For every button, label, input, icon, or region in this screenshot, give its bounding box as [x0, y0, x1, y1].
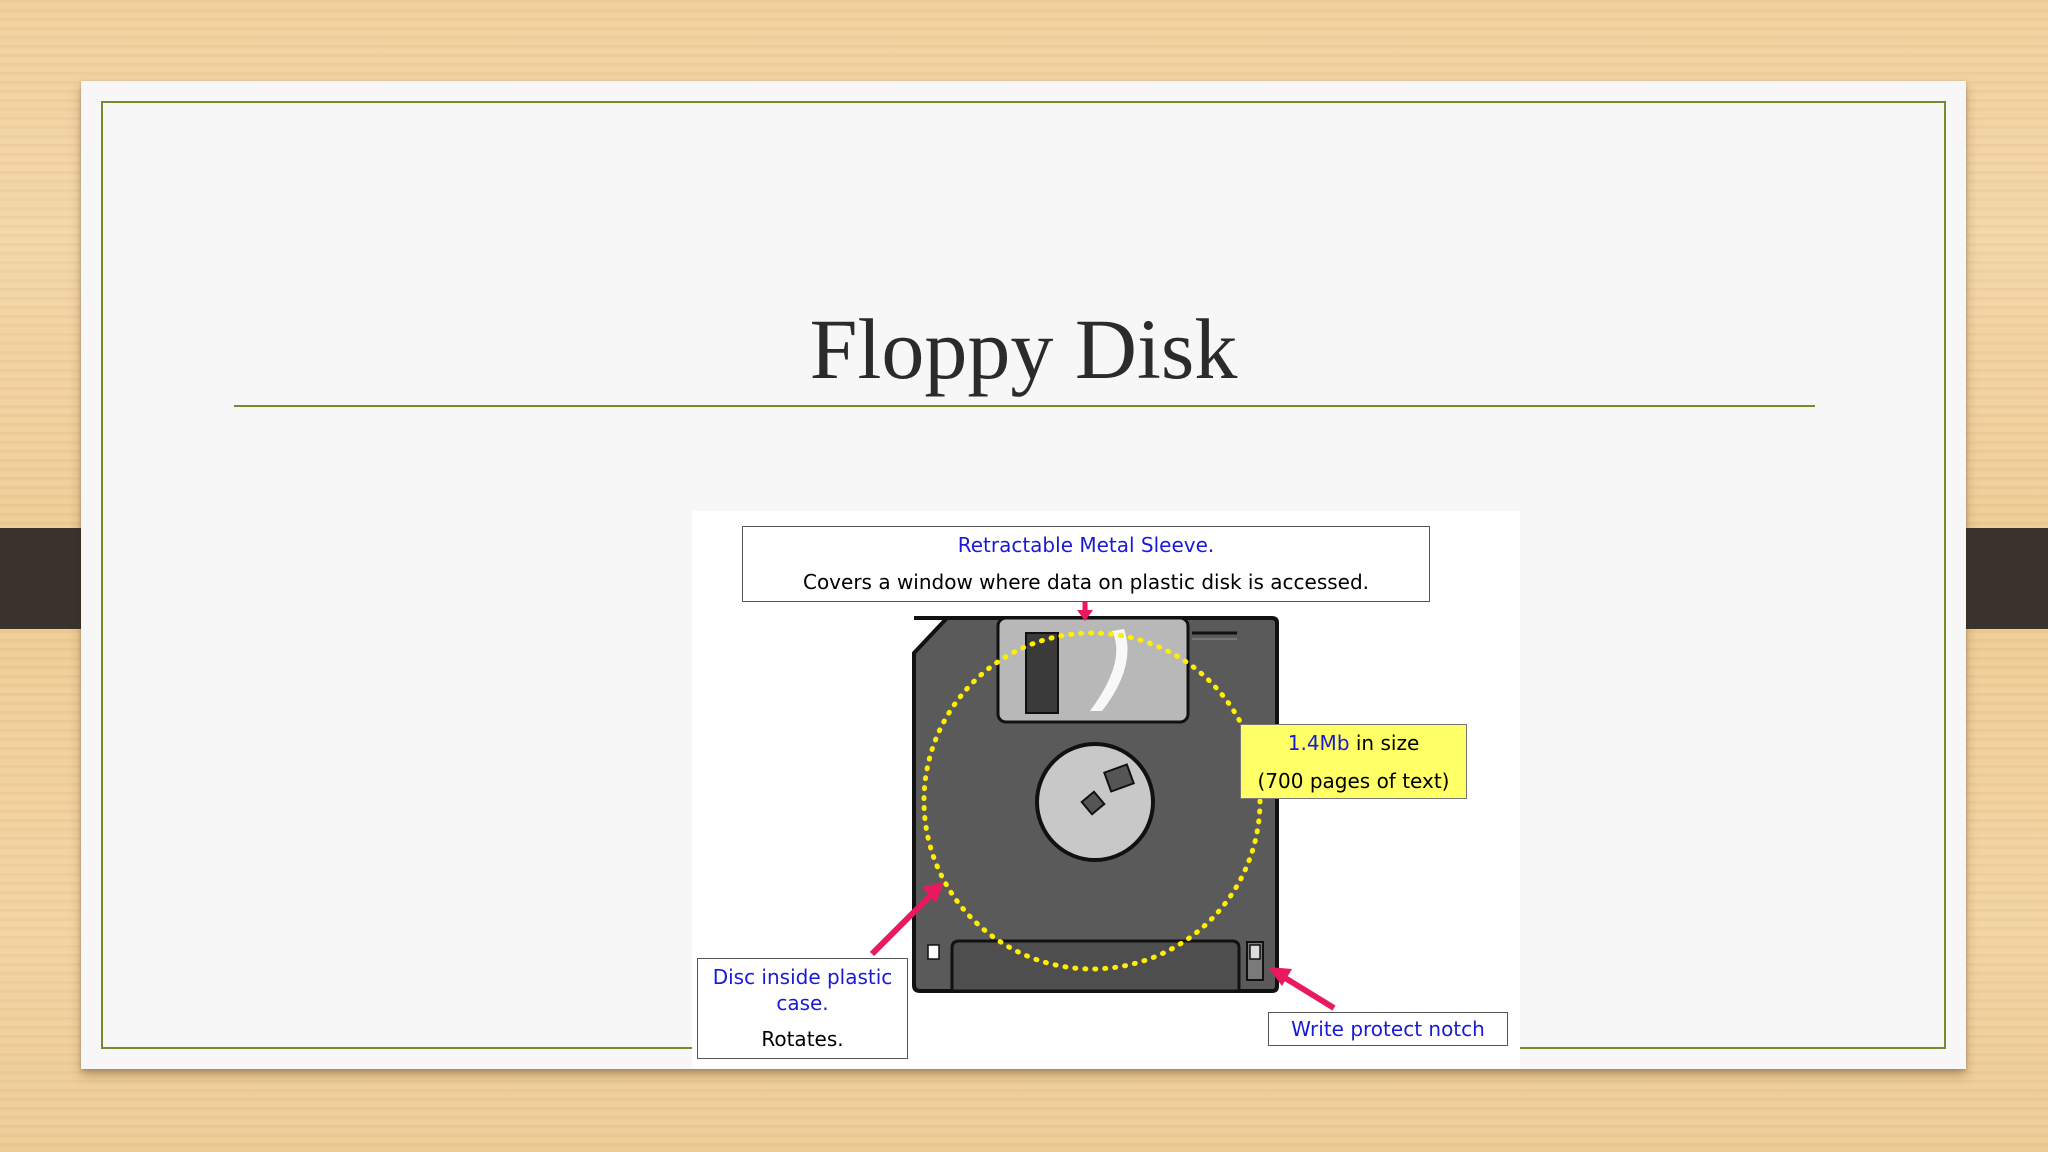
sleeve-description: Covers a window where data on plastic di…: [802, 570, 1370, 594]
disc-callout: Disc inside plastic case. Rotates.: [697, 958, 908, 1059]
sleeve-heading: Retractable Metal Sleeve.: [957, 533, 1215, 557]
slide: Floppy Disk: [81, 81, 1966, 1069]
hub-spindle-slot: [1103, 763, 1135, 793]
size-description: (700 pages of text): [1257, 769, 1450, 793]
slide-title: Floppy Disk: [809, 301, 1238, 397]
write-protect-heading: Write protect notch: [1291, 1017, 1485, 1041]
title-divider: [234, 405, 1815, 407]
arrow-disc: [869, 882, 944, 957]
arrow-sleeve: [1077, 602, 1093, 621]
arrow-notch: [1268, 967, 1336, 1011]
disc-heading: Disc inside plastic case.: [712, 965, 893, 1015]
size-callout: 1.4Mb in size (700 pages of text): [1240, 724, 1467, 799]
floppy-disk-illustration: [869, 602, 1336, 1011]
disc-outline: [921, 630, 1263, 972]
size-heading: 1.4Mb in size: [1241, 731, 1466, 755]
size-value: 1.4Mb: [1287, 731, 1350, 755]
write-protect-callout: Write protect notch: [1268, 1012, 1508, 1046]
floppy-disk-diagram: Retractable Metal Sleeve. Covers a windo…: [692, 511, 1520, 1068]
hub-drive-hole: [1080, 790, 1106, 816]
disc-description: Rotates.: [761, 1027, 844, 1051]
sleeve-callout: Retractable Metal Sleeve. Covers a windo…: [742, 526, 1430, 602]
size-suffix: in size: [1349, 731, 1420, 755]
